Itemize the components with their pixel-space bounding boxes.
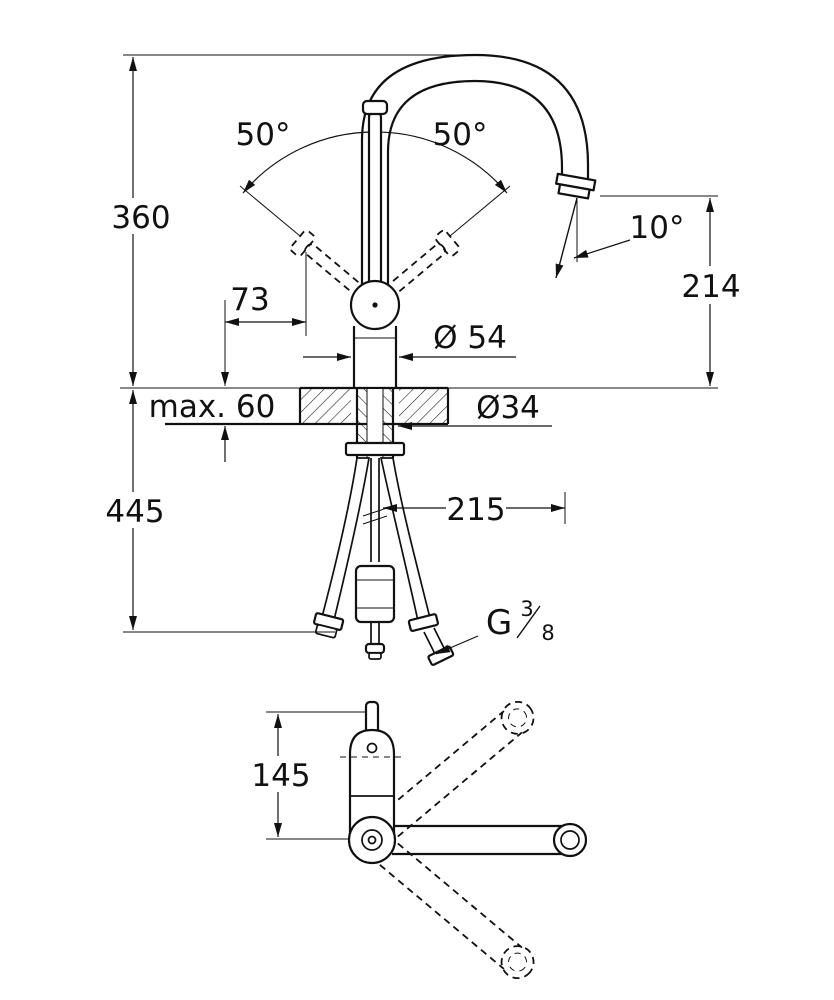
dim-215: 215 — [383, 491, 566, 528]
supply-hose-left — [313, 457, 371, 639]
dim-50-left-label: 50° — [236, 117, 291, 153]
thread-denominator: 8 — [541, 621, 554, 645]
mounting-rod — [354, 458, 396, 660]
dim-445: 445 — [104, 390, 335, 633]
dim-50-right-label: 50° — [433, 117, 488, 153]
dim-dia34-label: Ø34 — [476, 390, 540, 426]
spout-head — [555, 172, 597, 200]
dim-215-label: 215 — [446, 492, 505, 528]
hose-weight — [354, 564, 396, 624]
side-view: 10° 50° 50° — [104, 53, 741, 666]
dim-360-label: 360 — [111, 200, 170, 236]
spout-arm-dashed-up — [379, 700, 535, 838]
dim-10deg: 10° — [555, 197, 685, 279]
dim-73-label: 73 — [230, 282, 269, 318]
top-view: 145 — [248, 700, 588, 980]
base-circle — [347, 815, 397, 865]
dim-214-label: 214 — [681, 269, 740, 305]
spout-tube — [360, 53, 590, 292]
mounting-nut — [344, 441, 406, 457]
thread-numerator: 3 — [520, 597, 533, 621]
dim-145: 145 — [248, 711, 366, 840]
dim-445-label: 445 — [105, 494, 164, 530]
dim-50-left: 50° — [236, 117, 376, 237]
dim-50-right: 50° — [374, 117, 511, 237]
dim-360: 360 — [104, 54, 470, 386]
mounting-shank — [344, 388, 406, 458]
dim-10deg-label: 10° — [630, 210, 685, 246]
faucet-base — [352, 326, 398, 388]
dim-max60-label: max. 60 — [149, 389, 276, 425]
dim-145-label: 145 — [251, 758, 310, 794]
lever-dashed-left — [290, 229, 365, 297]
lever-dashed-right — [385, 229, 460, 297]
thread-label: G 3 8 — [435, 597, 555, 655]
spout-arm-dashed-down — [379, 842, 535, 980]
lever — [361, 99, 389, 292]
dim-dia54-label: Ø 54 — [433, 320, 507, 356]
dim-dia54: Ø 54 — [303, 320, 516, 361]
dim-max60: max. 60 — [149, 389, 276, 462]
dim-214: 214 — [600, 195, 741, 386]
dim-73: 73 — [221, 252, 307, 386]
spout-arm-solid — [392, 822, 588, 858]
thread-letter: G — [486, 603, 512, 643]
lever-ball — [349, 279, 401, 331]
base-body — [340, 700, 404, 865]
supply-hose-right — [379, 457, 455, 666]
dim-dia34: Ø34 — [398, 390, 552, 430]
